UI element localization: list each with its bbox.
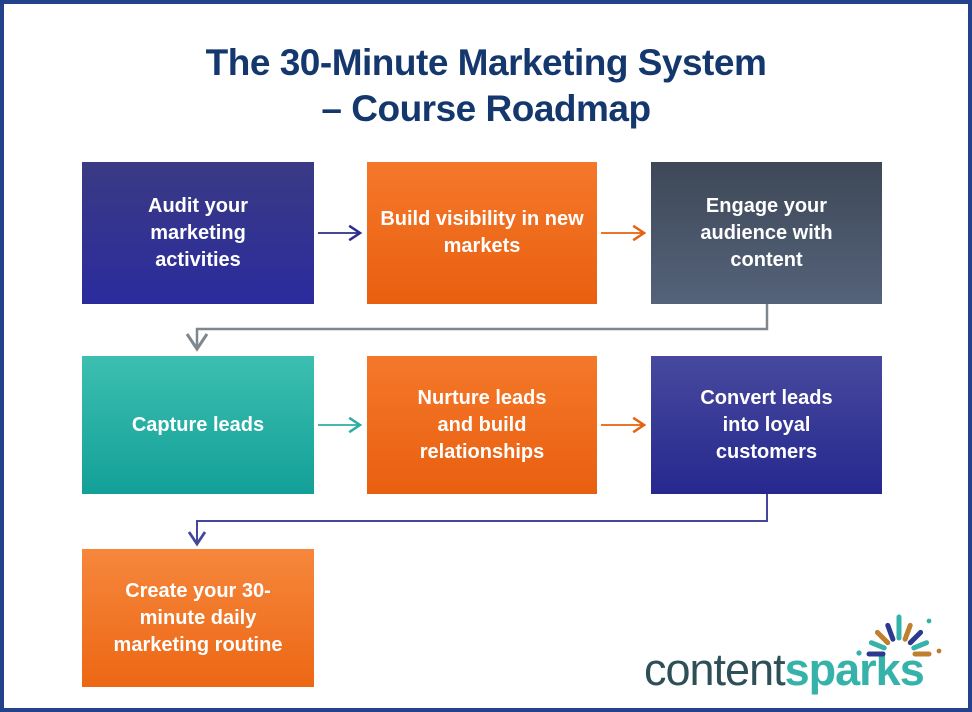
logo-text-content: content [644,644,786,695]
box-daily-routine: Create your 30-minute daily marketing ro… [82,549,314,687]
spark-burst-icon [856,614,942,657]
title-line-1: The 30-Minute Marketing System [205,42,767,83]
box-audit-marketing-activities: Audit your marketing activities [82,162,314,304]
logo-text-sparks: sparks [784,644,925,695]
contentsparks-logo: contentsparks [644,614,954,706]
page-title: The 30-Minute Marketing System – Course … [4,40,968,132]
box-nurture-leads: Nurture leads and build relationships [367,356,597,494]
box-label: Convert leads into loyal customers [700,386,833,463]
box-capture-leads: Capture leads [82,356,314,494]
title-line-2: – Course Roadmap [321,88,651,129]
box-label: Create your 30-minute daily marketing ro… [113,579,283,656]
box-build-visibility: Build visibility in new markets [367,162,597,304]
elbow-connector-convert-to-routine [187,494,768,547]
box-label: Capture leads [131,413,265,436]
box-label: Nurture leads and build relationships [417,386,547,463]
box-convert-leads: Convert leads into loyal customers [651,356,882,494]
box-label: Build visibility in new markets [380,208,584,257]
box-label: Audit your marketing activities [148,194,248,271]
box-label: Engage your audience with content [700,194,833,271]
box-engage-audience: Engage your audience with content [651,162,882,304]
elbow-connector-engage-to-capture [185,304,769,352]
